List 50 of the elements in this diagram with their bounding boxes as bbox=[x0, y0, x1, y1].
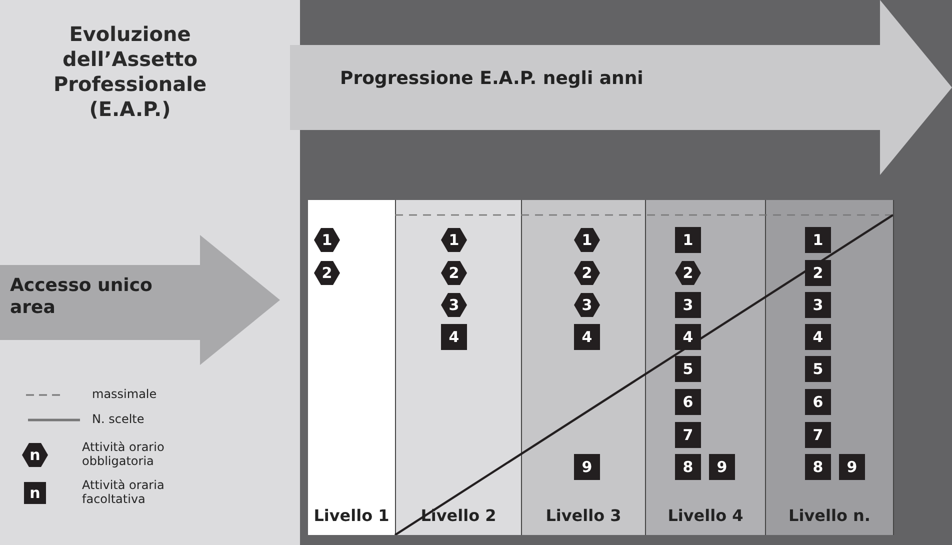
square-badge: 4 bbox=[441, 324, 467, 350]
legend-text: Attività oraria facoltativa bbox=[82, 478, 166, 506]
square-badge: 4 bbox=[675, 324, 701, 350]
square-badge: 9 bbox=[839, 454, 865, 480]
hexagon-badge: 2 bbox=[314, 260, 340, 286]
column-label: Livello n. bbox=[788, 506, 872, 525]
square-badge: 7 bbox=[805, 422, 831, 448]
legend-text: N. scelte bbox=[92, 412, 146, 426]
arrow-label: Accesso unico area bbox=[10, 275, 154, 319]
hexagon-badge: 1 bbox=[314, 227, 340, 253]
column-label: Livello 3 bbox=[544, 506, 622, 525]
hexagon-badge: 2 bbox=[574, 260, 600, 286]
hexagon-badge: 2 bbox=[675, 260, 701, 286]
block-arrow bbox=[0, 235, 280, 365]
square-badge: 3 bbox=[805, 292, 831, 318]
level-column bbox=[521, 200, 645, 535]
legend-text: Attività orario obbligatoria bbox=[82, 440, 166, 468]
hexagon-badge: 3 bbox=[574, 292, 600, 318]
level-column bbox=[765, 200, 893, 535]
hexagon-badge: 1 bbox=[574, 227, 600, 253]
square-badge: 1 bbox=[675, 227, 701, 253]
square-badge: 9 bbox=[574, 454, 600, 480]
level-column bbox=[308, 200, 395, 535]
square-badge: 1 bbox=[805, 227, 831, 253]
square-badge: 6 bbox=[805, 389, 831, 415]
hexagon-symbol: n bbox=[22, 442, 48, 468]
square-badge: 8 bbox=[675, 454, 701, 480]
arrow-label: Progressione E.A.P. negli anni bbox=[340, 68, 644, 90]
hexagon-badge: 2 bbox=[441, 260, 467, 286]
square-symbol: n bbox=[24, 482, 46, 504]
square-badge: 4 bbox=[574, 324, 600, 350]
level-column bbox=[645, 200, 765, 535]
column-label: Livello 1 bbox=[312, 506, 390, 525]
column-label: Livello 4 bbox=[666, 506, 744, 525]
square-badge: 9 bbox=[709, 454, 735, 480]
square-badge: 5 bbox=[805, 356, 831, 382]
square-badge: 3 bbox=[675, 292, 701, 318]
level-column bbox=[395, 200, 521, 535]
title: Evoluzione dell’Assetto Professionale (E.A.P.) bbox=[52, 22, 208, 122]
column-label: Livello 2 bbox=[420, 506, 498, 525]
square-badge: 6 bbox=[675, 389, 701, 415]
square-badge: 7 bbox=[675, 422, 701, 448]
square-badge: 2 bbox=[805, 260, 831, 286]
legend-text: massimale bbox=[92, 387, 158, 401]
block-arrow bbox=[290, 0, 952, 175]
hexagon-badge: 1 bbox=[441, 227, 467, 253]
hexagon-badge: 3 bbox=[441, 292, 467, 318]
square-badge: 5 bbox=[675, 356, 701, 382]
square-badge: 8 bbox=[805, 454, 831, 480]
square-badge: 4 bbox=[805, 324, 831, 350]
